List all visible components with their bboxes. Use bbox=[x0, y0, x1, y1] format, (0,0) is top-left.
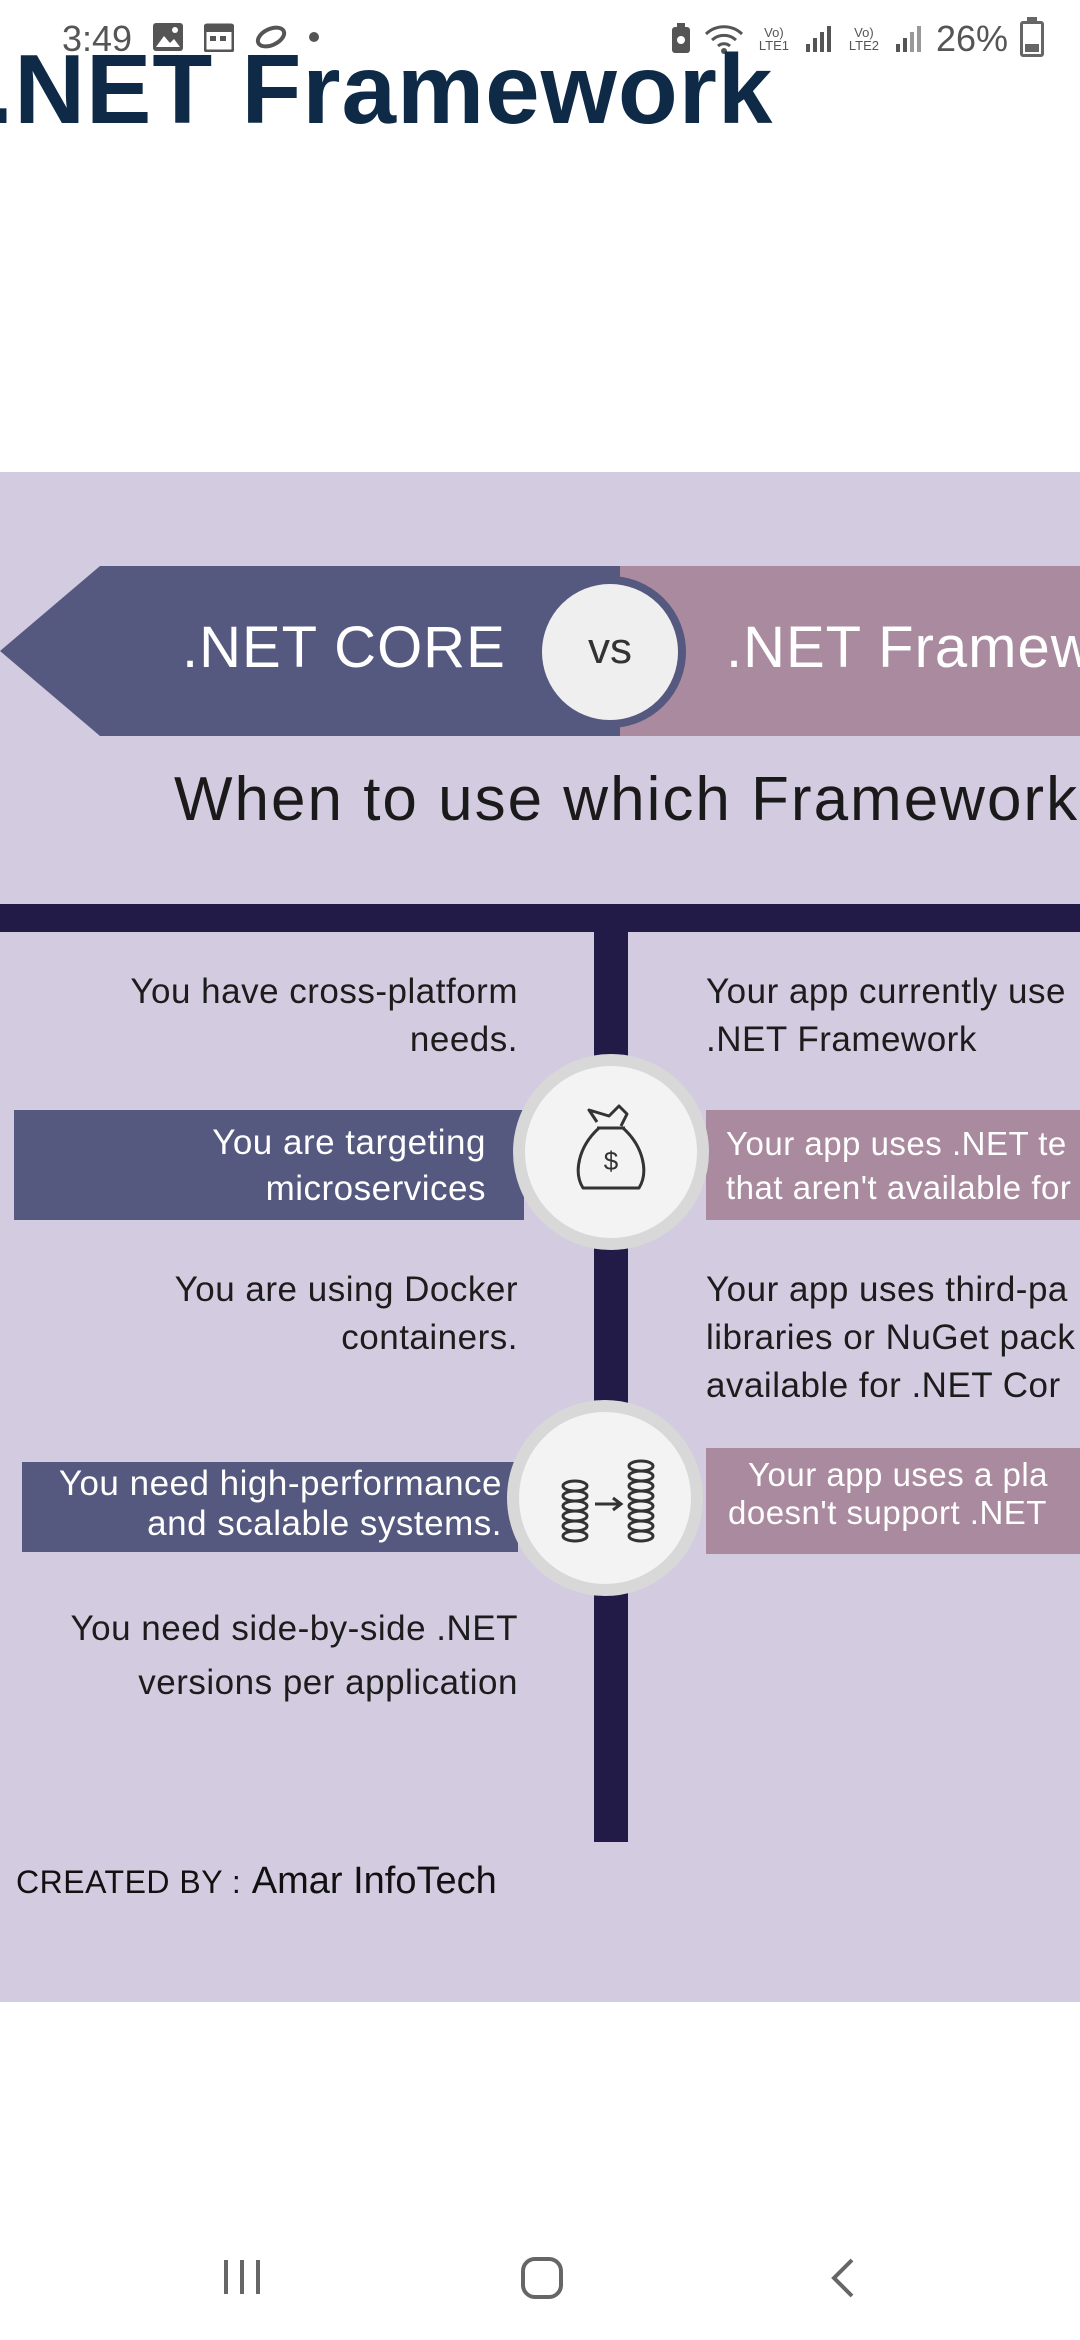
money-bag-circle: $ bbox=[513, 1054, 709, 1250]
image-icon bbox=[153, 23, 183, 51]
framework-reason-line: .NET Framework bbox=[706, 1020, 977, 1059]
core-reason-line: versions per application bbox=[138, 1663, 518, 1702]
framework-reason-technologies: Your app uses .NET te that aren't availa… bbox=[726, 1122, 1071, 1210]
recent-apps-button[interactable] bbox=[220, 2256, 264, 2303]
calendar-icon bbox=[204, 23, 234, 52]
credit-line: CREATED BY : Amar InfoTech bbox=[16, 1860, 497, 1903]
framework-reason-third-party: Your app uses third-pa libraries or NuGe… bbox=[706, 1266, 1075, 1410]
coins-transfer-icon bbox=[561, 1459, 655, 1543]
net-framework-banner bbox=[620, 566, 1080, 736]
status-time: 3:49 bbox=[62, 18, 133, 59]
network-1-label: Vo) LTE1 bbox=[758, 25, 789, 53]
core-reason-line: You have cross-platform bbox=[130, 972, 518, 1011]
framework-reason-line: Your app currently use bbox=[706, 972, 1066, 1011]
back-button[interactable] bbox=[826, 2256, 858, 2305]
core-reason-side-by-side: You need side-by-side .NET versions per … bbox=[70, 1602, 518, 1710]
status-right: Vo) LTE1 Vo) LTE2 26% bbox=[670, 17, 1044, 60]
recent-apps-icon bbox=[224, 2260, 260, 2294]
core-reason-docker: You are using Docker containers. bbox=[175, 1266, 518, 1362]
link-icon bbox=[255, 25, 287, 49]
page-heading: .NET Framework bbox=[0, 34, 774, 144]
core-reason-line: containers. bbox=[341, 1318, 518, 1357]
framework-reason-line: that aren't available for bbox=[726, 1169, 1072, 1206]
vs-label: vs bbox=[588, 624, 632, 673]
money-bag-icon: $ bbox=[576, 1104, 646, 1190]
home-icon bbox=[521, 2257, 563, 2299]
status-bar: 3:49 Vo) LTE1 Vo) LTE2 26% bbox=[0, 0, 1080, 80]
core-reason-line: needs. bbox=[409, 1020, 518, 1059]
framework-reason-line: Your app uses a pla bbox=[748, 1456, 1049, 1493]
infographic-image[interactable]: .NET CORE .NET Framew vs When to use whi… bbox=[0, 472, 1080, 2002]
home-button[interactable] bbox=[520, 2256, 564, 2305]
wifi-icon bbox=[704, 25, 743, 54]
signal-icon bbox=[805, 26, 831, 52]
framework-reason-line: libraries or NuGet pack bbox=[706, 1318, 1076, 1357]
core-reason-band bbox=[14, 1110, 524, 1220]
core-reason-line: You are targeting bbox=[212, 1123, 486, 1162]
core-reason-line: You need side-by-side .NET bbox=[70, 1609, 518, 1648]
status-left-icons bbox=[152, 22, 320, 52]
framework-reason-current: Your app currently use .NET Framework bbox=[706, 968, 1066, 1064]
infographic-subtitle: When to use which Framework bbox=[174, 765, 1080, 834]
framework-reason-band bbox=[706, 1448, 1080, 1554]
back-icon bbox=[831, 2258, 854, 2298]
core-reason-line: You need high-performance bbox=[58, 1464, 502, 1503]
framework-reason-line: doesn't support .NET bbox=[728, 1494, 1047, 1531]
battery-saver-icon bbox=[671, 23, 690, 53]
core-reason-cross-platform: You have cross-platform needs. bbox=[130, 968, 518, 1064]
credit-name: Amar InfoTech bbox=[251, 1860, 497, 1902]
core-reason-high-performance: You need high-performance and scalable s… bbox=[59, 1464, 502, 1544]
dot-icon bbox=[309, 32, 319, 42]
credit-label: CREATED BY : bbox=[16, 1864, 242, 1900]
core-reason-line: You are using Docker bbox=[174, 1270, 518, 1309]
battery-icon bbox=[1020, 17, 1044, 57]
core-reason-band bbox=[22, 1462, 518, 1552]
core-reason-line: and scalable systems. bbox=[147, 1504, 502, 1543]
net-core-label: .NET CORE bbox=[182, 615, 506, 680]
framework-reason-band bbox=[706, 1110, 1080, 1220]
horizontal-divider bbox=[0, 904, 1080, 932]
battery-percent: 26% bbox=[935, 18, 1008, 59]
framework-reason-line: Your app uses third-pa bbox=[706, 1270, 1068, 1309]
framework-reason-line: available for .NET Cor bbox=[706, 1366, 1061, 1405]
signal-icon bbox=[895, 26, 921, 52]
framework-reason-platform: Your app uses a pla doesn't support .NET bbox=[728, 1456, 1048, 1532]
vs-circle bbox=[534, 576, 686, 728]
net-framework-label: .NET Framew bbox=[726, 615, 1080, 680]
framework-reason-line: Your app uses .NET te bbox=[726, 1125, 1067, 1162]
core-reason-line: microservices bbox=[265, 1169, 486, 1208]
coins-transfer-circle bbox=[507, 1400, 703, 1596]
navigation-bar bbox=[0, 2200, 1080, 2340]
svg-text:$: $ bbox=[604, 1146, 619, 1176]
network-2-label: Vo) LTE2 bbox=[848, 25, 879, 53]
core-reason-microservices: You are targeting microservices bbox=[212, 1120, 486, 1212]
